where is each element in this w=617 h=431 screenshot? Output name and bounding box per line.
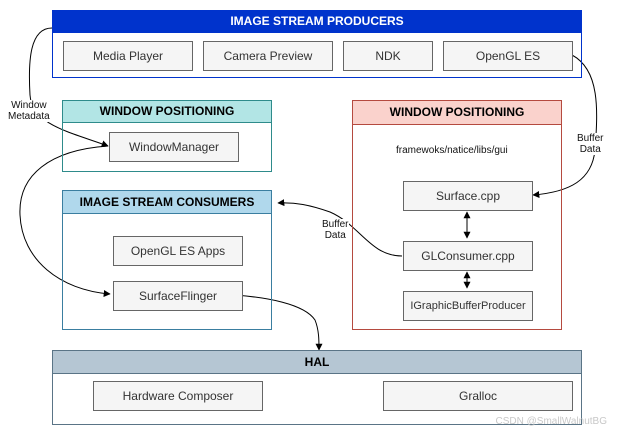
node-camera-preview[interactable]: Camera Preview — [203, 41, 333, 71]
edge-label-buffer-data-right: Buffer Data — [577, 133, 604, 155]
edge-glconsumer-to-consumers — [277, 199, 403, 257]
node-gralloc[interactable]: Gralloc — [383, 381, 573, 411]
group-image-stream-producers: IMAGE STREAM PRODUCERS Media Player Came… — [52, 10, 582, 78]
node-igraphicbufferproducer[interactable]: IGraphicBufferProducer — [403, 291, 533, 321]
edge-producers-to-windowmanager — [28, 27, 109, 148]
node-surface-cpp[interactable]: Surface.cpp — [403, 181, 533, 211]
group-title-wp-right: WINDOW POSITIONING — [353, 101, 561, 125]
node-ndk[interactable]: NDK — [343, 41, 433, 71]
group-window-positioning-left: WINDOW POSITIONING WindowManager — [62, 100, 272, 172]
group-window-positioning-right: WINDOW POSITIONING framewoks/natice/libs… — [352, 100, 562, 330]
node-hardware-composer[interactable]: Hardware Composer — [93, 381, 263, 411]
gui-path-label: framewoks/natice/libs/gui — [396, 145, 508, 156]
group-title-producers: IMAGE STREAM PRODUCERS — [53, 11, 581, 33]
group-hal: HAL Hardware Composer Gralloc — [52, 350, 582, 425]
group-image-stream-consumers: IMAGE STREAM CONSUMERS OpenGL ES Apps Su… — [62, 190, 272, 330]
node-media-player[interactable]: Media Player — [63, 41, 193, 71]
edge-label-window-metadata: Window Metadata — [8, 100, 50, 122]
node-opengl-es[interactable]: OpenGL ES — [443, 41, 573, 71]
group-title-wp-left: WINDOW POSITIONING — [63, 101, 271, 123]
edge-surfaceflinger-to-hal — [215, 293, 323, 351]
node-opengl-es-apps[interactable]: OpenGL ES Apps — [113, 236, 243, 266]
node-surfaceflinger[interactable]: SurfaceFlinger — [113, 281, 243, 311]
group-title-hal: HAL — [53, 351, 581, 374]
watermark-text: CSDN @SmallWalnutBG — [495, 416, 607, 427]
node-windowmanager[interactable]: WindowManager — [109, 132, 239, 162]
group-title-consumers: IMAGE STREAM CONSUMERS — [63, 191, 271, 214]
node-glconsumer-cpp[interactable]: GLConsumer.cpp — [403, 241, 533, 271]
edge-label-buffer-data-mid: Buffer Data — [322, 219, 349, 241]
